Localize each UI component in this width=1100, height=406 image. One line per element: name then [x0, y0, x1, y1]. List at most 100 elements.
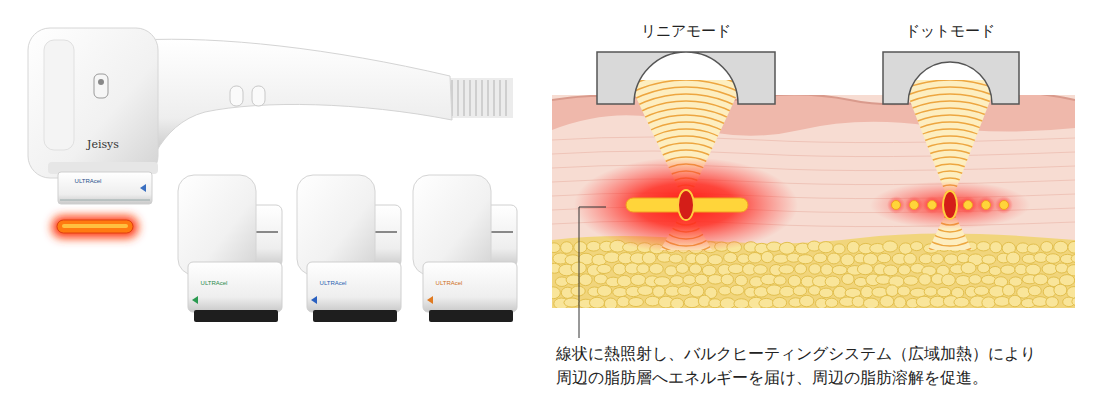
wavefront: [874, 129, 1026, 281]
fat-cell: [589, 297, 604, 308]
fat-cell: [883, 241, 898, 252]
fat-cell: [989, 266, 1001, 275]
fat-cell: [617, 275, 631, 286]
cable-rib: [499, 80, 501, 116]
fat-cell: [754, 287, 768, 297]
dot-glow: [887, 196, 905, 214]
fat-cell: [1067, 287, 1075, 299]
cable-rib: [487, 80, 489, 116]
fat-cell: [1003, 284, 1015, 296]
fat-cell: [637, 264, 649, 274]
fat-cell: [937, 287, 951, 297]
wavefront: [888, 143, 1012, 267]
model-label: ULTRAcel: [201, 280, 228, 287]
fat-cell: [645, 296, 660, 306]
fat-cell: [827, 253, 840, 264]
fat-cell: [800, 295, 814, 306]
wavefront: [617, 136, 755, 274]
fat-cell: [1028, 286, 1041, 296]
leader-line: [579, 207, 606, 338]
fat-cell: [552, 243, 560, 253]
fat-cell: [748, 252, 762, 263]
wavefront: [561, 80, 811, 330]
fat-cell: [832, 265, 847, 274]
fat-cell: [552, 287, 560, 299]
fat-cell: [780, 286, 795, 297]
fat-cell: [904, 253, 917, 264]
fat-cell: [904, 276, 919, 285]
fat-cell: [689, 264, 701, 274]
cable-rib: [457, 80, 459, 116]
fat-cell: [695, 274, 708, 284]
fat-cell: [1027, 244, 1039, 253]
fat-cell: [597, 264, 611, 273]
wavefront: [568, 87, 804, 323]
fat-cell: [579, 274, 592, 286]
fat-cell: [670, 276, 684, 285]
fat-cell: [861, 286, 873, 298]
fat-cell: [1046, 297, 1059, 308]
cable-rib: [505, 80, 507, 116]
fat-cell: [857, 264, 873, 275]
fat-cell: [604, 298, 617, 308]
fat-cell: [684, 297, 700, 308]
fat-cell: [821, 264, 833, 275]
mode-title: ドットモード: [905, 22, 995, 40]
wavefront: [881, 136, 1019, 274]
cable-rib: [463, 80, 465, 116]
fat-cell: [990, 242, 1002, 253]
fat-cell: [931, 254, 943, 264]
fat-cell: [708, 275, 723, 285]
wavefront: [853, 108, 1047, 302]
fat-cell: [1007, 252, 1020, 264]
fat-cell: [708, 255, 722, 265]
fat-cell: [719, 286, 731, 295]
fat-cell: [561, 242, 573, 254]
cartridge-window: [194, 310, 278, 322]
fat-cell: [597, 285, 612, 296]
fat-cell: [863, 298, 878, 308]
wavefront: [818, 73, 1082, 337]
cartridge-mark: [427, 296, 433, 304]
fat-cell: [898, 286, 911, 296]
fat-cell: [818, 242, 833, 253]
fat-cell: [604, 252, 620, 263]
model-label: ULTRAcel: [436, 280, 463, 287]
fat-cell: [841, 254, 855, 266]
dot-glow: [977, 196, 995, 214]
fat-cell: [954, 297, 969, 307]
fat-cell: [930, 296, 945, 307]
cable-rib: [475, 80, 477, 116]
wavefront: [825, 80, 1075, 330]
fat-cell: [709, 299, 721, 308]
fat-cell: [1075, 275, 1076, 286]
fat-cell: [833, 244, 845, 254]
cable-rib: [469, 80, 471, 116]
fat-cell: [1026, 264, 1041, 275]
fat-cell: [1009, 295, 1022, 306]
focal-dot: [964, 201, 973, 210]
fat-cell: [1034, 274, 1048, 285]
fat-cell: [734, 299, 749, 308]
cable-rib: [481, 80, 483, 116]
fat-cell: [982, 297, 995, 308]
fat-cell: [653, 286, 665, 297]
fat-cell: [842, 274, 854, 285]
fat-cell: [852, 296, 864, 307]
fat-cell: [735, 275, 747, 286]
fat-cell: [894, 297, 906, 308]
wavefront: [832, 87, 1068, 323]
fat-cell: [1071, 254, 1075, 263]
linear-mode-beam: [547, 52, 825, 344]
focal-dot: [928, 201, 937, 210]
wavefront: [860, 115, 1040, 295]
fat-cell: [695, 253, 708, 264]
dermis-fiber: [552, 137, 1075, 143]
cable-rib: [493, 80, 495, 116]
cartridge-mark: [311, 296, 317, 304]
wavefront: [902, 157, 998, 253]
fat-cell: [813, 253, 826, 263]
wavefront: [610, 129, 762, 281]
mode-title: リニアモード: [641, 22, 731, 40]
